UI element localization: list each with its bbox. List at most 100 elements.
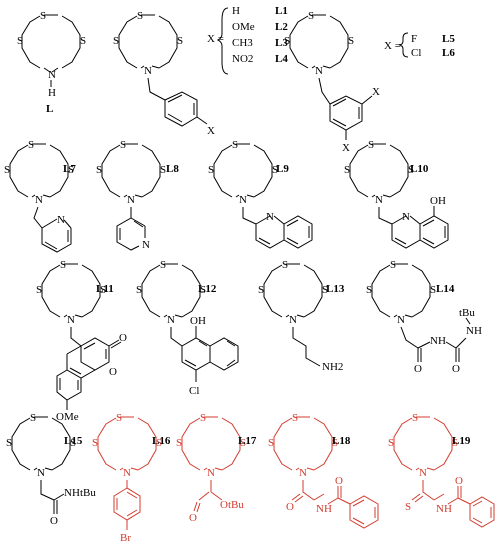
sulfur-atom: S	[60, 259, 66, 271]
nitrogen-atom: N	[419, 467, 427, 479]
quinoline-ring	[391, 215, 449, 249]
sulfur-atom: S	[36, 284, 42, 296]
carbonyl-oxygen: O	[119, 332, 127, 344]
sulfur-atom: S	[120, 139, 126, 151]
sulfur-atom: S	[390, 259, 396, 271]
sulfur-atom: S	[272, 164, 278, 176]
sulfur-atom: S	[412, 412, 418, 424]
sulfur-atom: S	[308, 10, 314, 22]
sulfur-atom: S	[366, 284, 372, 296]
amide-nh: NH	[316, 503, 332, 515]
sulfur-atom: S	[452, 437, 458, 449]
legend-x-cl: Cl	[411, 47, 421, 59]
nitrogen-atom: N	[127, 194, 135, 206]
nitrogen-atom: N	[142, 239, 150, 251]
thione-sulfur: S	[405, 501, 411, 513]
sulfur-atom: S	[258, 284, 264, 296]
sulfur-atom: S	[160, 259, 166, 271]
legend-x-ch3: CH3	[232, 37, 253, 49]
compound-label: L15	[64, 435, 83, 447]
compound-label: L10	[410, 163, 429, 175]
compound-label: L12	[198, 283, 217, 295]
compound-L9: S S S N N L9	[208, 139, 313, 249]
nitrogen-atom: N	[67, 314, 75, 326]
legend-meta: X = F Cl L5 L6	[384, 32, 455, 59]
thiacrown-ring	[21, 15, 81, 69]
sulfur-atom: S	[200, 412, 206, 424]
legend-x-ome: OMe	[232, 21, 255, 33]
urea-nh: NH	[466, 325, 482, 337]
legend-label-l5: L5	[442, 33, 455, 45]
nitrogen-atom: N	[375, 194, 383, 206]
compound-label: L	[46, 103, 53, 115]
sulfur-atom: S	[80, 35, 86, 47]
carbonyl-oxygen: O	[189, 512, 197, 524]
amine-group: NH2	[322, 361, 343, 373]
legend-x-f: F	[411, 33, 417, 45]
carbonyl-oxygen: O	[414, 363, 422, 375]
legend-label-l3: L3	[275, 37, 288, 49]
sulfur-atom: S	[137, 10, 143, 22]
compound-L12: S S S N OH Cl L12	[136, 259, 239, 397]
sulfur-atom: S	[430, 284, 436, 296]
compound-L1-L4: S S S N X	[113, 10, 215, 137]
nitrogen-atom: N	[299, 467, 307, 479]
chloro-group: Cl	[189, 385, 199, 397]
sulfur-atom: S	[368, 139, 374, 151]
nitrogen-atom: N	[315, 65, 323, 77]
urea-nh: NH	[430, 335, 446, 347]
benzene-ring	[113, 487, 141, 521]
sulfur-atom: S	[292, 412, 298, 424]
quinoline-ring	[255, 215, 313, 249]
tert-butoxy-group: OtBu	[220, 499, 244, 511]
sulfur-atom: S	[232, 139, 238, 151]
legend-para: X = H OMe CH3 NO2 L1 L2 L3 L4	[207, 5, 288, 75]
sulfur-atom: S	[282, 259, 288, 271]
compound-L: S S S N H L	[17, 10, 86, 115]
sulfur-atom: S	[208, 164, 214, 176]
benzene-ring	[469, 496, 495, 528]
compound-label: L11	[96, 283, 114, 295]
nitrogen-atom: N	[402, 211, 410, 223]
nitrogen-atom: N	[289, 314, 297, 326]
compound-L5-L6: S S S N X X	[284, 10, 380, 154]
sulfur-atom: S	[284, 35, 290, 47]
sulfur-atom: S	[6, 437, 12, 449]
sulfur-atom: S	[4, 164, 10, 176]
legend-label-l1: L1	[275, 5, 288, 17]
carbonyl-oxygen: O	[335, 475, 343, 487]
sulfur-atom: S	[92, 437, 98, 449]
bromo-group: Br	[120, 532, 131, 544]
sulfur-atom: S	[100, 284, 106, 296]
tert-butyl-group: tBu	[80, 487, 96, 499]
compound-label: L17	[238, 435, 257, 447]
sulfur-atom: S	[408, 164, 414, 176]
substituent-x: X	[342, 142, 350, 154]
hydrogen-atom: H	[48, 87, 56, 99]
tert-butyl-group: tBu	[459, 307, 475, 319]
legend-label-l4: L4	[275, 53, 288, 65]
benzene-ring	[349, 495, 379, 529]
hydroxyl-group: OH	[430, 195, 446, 207]
compound-L17: S S S N O OtBu L17	[176, 412, 257, 524]
sulfur-atom: S	[30, 412, 36, 424]
sulfur-atom: S	[70, 437, 76, 449]
sulfur-atom: S	[17, 35, 23, 47]
sulfur-atom: S	[268, 437, 274, 449]
pyridine-ring	[116, 217, 146, 251]
carbonyl-oxygen: O	[455, 475, 463, 487]
nitrogen-atom: N	[37, 467, 45, 479]
compound-L10: S S S N N OH L10	[344, 139, 449, 249]
sulfur-atom: S	[388, 437, 394, 449]
sulfur-atom: S	[332, 437, 338, 449]
compound-L8: S S S N N L8	[96, 139, 179, 251]
nitrogen-atom: N	[397, 314, 405, 326]
substituent-x: X	[207, 125, 215, 137]
methoxy-group: OMe	[56, 411, 79, 423]
sulfur-atom: S	[68, 164, 74, 176]
ring-oxygen: O	[109, 366, 117, 378]
compound-label: L7	[63, 163, 76, 175]
pyridine-ring	[41, 218, 72, 253]
carbonyl-oxygen: O	[452, 363, 460, 375]
